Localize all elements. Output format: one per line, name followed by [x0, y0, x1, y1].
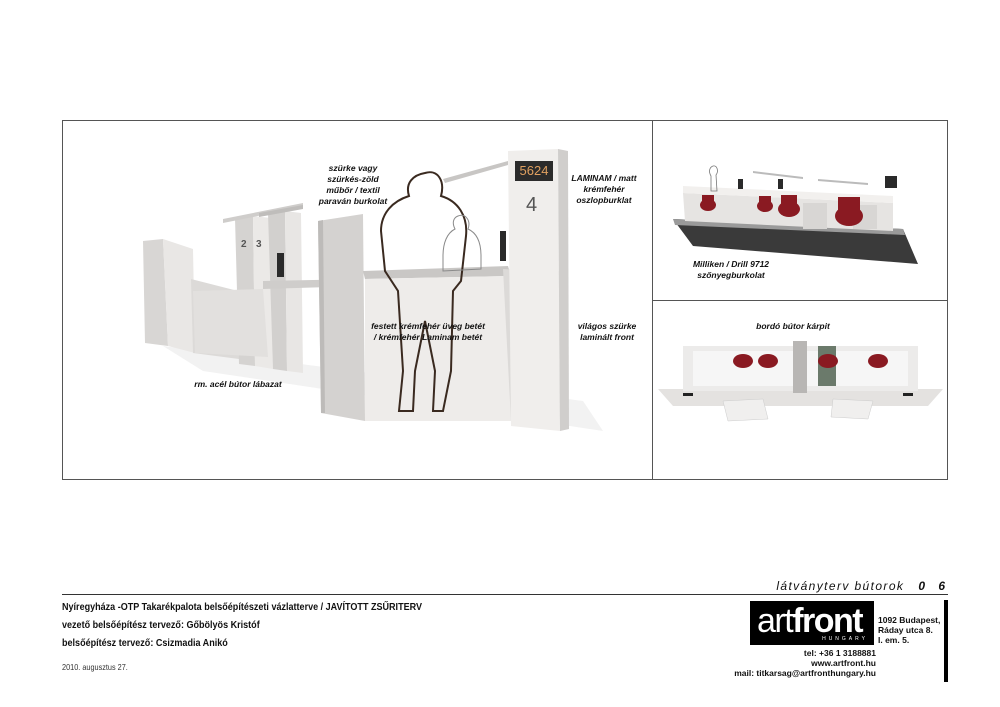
designer: belsőépítész tervező: Csizmadia Anikó — [62, 637, 228, 649]
artfront-logo: artfront HUNGARY — [750, 601, 874, 645]
customer-silhouette — [379, 171, 468, 412]
company-tel: tel: +36 1 3188881 — [803, 648, 876, 658]
main-render-panel: 5624 2 3 4 szürke vagy szürkés-zöld műbő… — [63, 121, 653, 479]
red-chairs — [700, 195, 863, 226]
counter-number-2: 2 — [241, 239, 247, 250]
laminam-column — [508, 149, 560, 431]
company-mail: mail: titkarsag@artfronthungary.hu — [734, 668, 876, 678]
workstation-render-panel: Milliken / Drill 9712 szőnyegburkolat — [653, 121, 947, 301]
left-panel — [143, 239, 168, 346]
sheet-label: látványterv bútorok 0 6 — [776, 579, 950, 593]
company-contacts: tel: +36 1 3188881 www.artfront.hu mail:… — [734, 648, 876, 678]
clerk-silhouette — [442, 214, 482, 272]
counter-front — [365, 276, 513, 421]
logo-subtitle: HUNGARY — [822, 636, 868, 642]
note-glass-insert: festett krémfehér üveg betét / krémfehér… — [371, 321, 485, 342]
project-date: 2010. augusztus 27. — [62, 662, 128, 672]
sheet-number: 0 6 — [918, 579, 950, 593]
top-view-chairs — [733, 354, 888, 368]
top-view-render-panel: bordó bútor kárpit — [653, 301, 947, 479]
note-upholstery: bordó bútor kárpit — [756, 321, 830, 331]
drawing-frame: 5624 2 3 4 szürke vagy szürkés-zöld műbő… — [62, 120, 948, 480]
note-screen-cover: szürke vagy szürkés-zöld műbőr / textil … — [318, 163, 388, 206]
counter-number-3: 3 — [256, 239, 262, 250]
logo-text-light: art — [757, 602, 794, 640]
title-rule — [62, 594, 948, 595]
workstation-render — [673, 165, 918, 264]
number-display — [515, 161, 553, 181]
lead-designer: vezető belsőépítész tervező: Gőbölyös Kr… — [62, 619, 260, 631]
logo-text-bold: front — [792, 602, 863, 640]
note-column-cover: LAMINAM / matt krémfehér oszlopburklat — [571, 173, 637, 205]
company-web: www.artfront.hu — [811, 658, 876, 668]
title-block-bar — [944, 600, 948, 682]
top-view-render — [658, 341, 943, 422]
monitor-right — [500, 231, 506, 261]
fabric-screen — [318, 214, 365, 421]
monitor-left — [277, 253, 284, 277]
address-line-2: Ráday utca 8. — [878, 625, 933, 635]
counter-render: 5624 2 3 4 — [143, 149, 603, 431]
note-carpet: Milliken / Drill 9712 szőnyegburkolat — [692, 259, 770, 280]
sheet-label-text: látványterv bútorok — [776, 579, 905, 593]
counter-number-4: 4 — [526, 194, 537, 216]
address-line-3: I. em. 5. — [878, 635, 910, 645]
note-laminate-front: világos szürke laminált front — [577, 321, 637, 342]
display-digits-text: 5624 — [520, 163, 549, 178]
project-title: Nyíregyháza -OTP Takarékpalota belsőépít… — [62, 601, 422, 613]
company-address: 1092 Budapest, Ráday utca 8. I. em. 5. — [878, 615, 940, 645]
address-line-1: 1092 Budapest, — [878, 615, 941, 625]
note-steel-base: rm. acél bútor lábazat — [194, 379, 282, 389]
